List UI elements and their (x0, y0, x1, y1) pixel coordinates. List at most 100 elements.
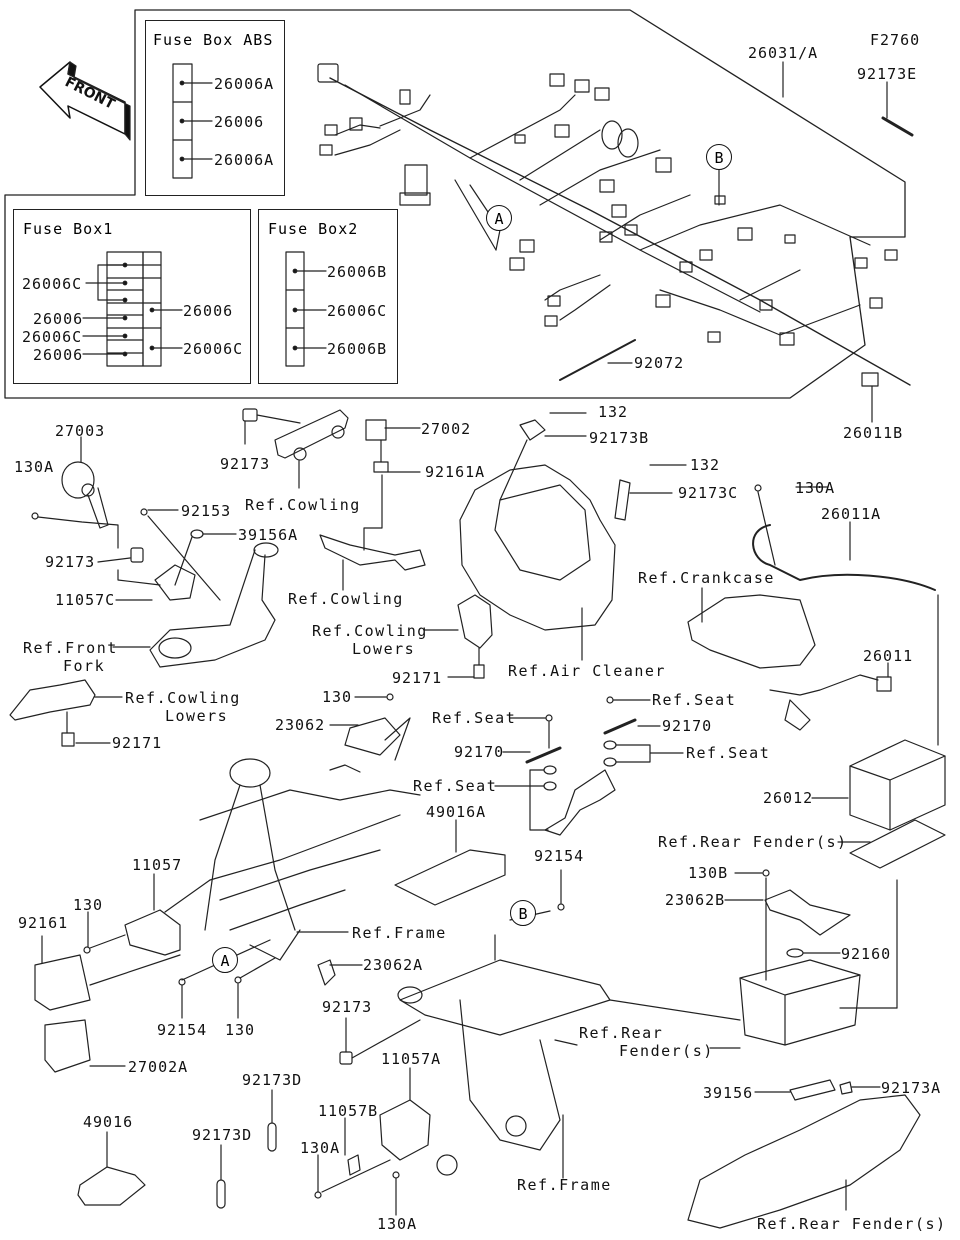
callout-a-frame[interactable]: A (212, 947, 238, 973)
part-label-92173E[interactable]: 92173E (857, 65, 918, 83)
ref-label-crankcase[interactable]: Ref.Crankcase (638, 569, 775, 587)
part-label-92173A[interactable]: 92173A (881, 1079, 942, 1097)
part-label-92173-horn[interactable]: 92173 (45, 553, 96, 571)
ref-label-front-fork-1[interactable]: Ref.Front (23, 639, 118, 657)
fuse-box2-label-1[interactable]: 26006B (327, 263, 388, 281)
callout-b-harness[interactable]: B (706, 144, 732, 170)
part-label-92160[interactable]: 92160 (841, 945, 892, 963)
rear-fender-art (687, 1094, 921, 1229)
rear-fender-sheet-art (849, 819, 946, 869)
part-label-49016[interactable]: 49016 (83, 1113, 134, 1131)
battery-26012-art (811, 739, 946, 831)
cowling-lower-left-art (9, 679, 96, 721)
part-label-27002[interactable]: 27002 (421, 420, 472, 438)
part-label-92154-left[interactable]: 92154 (157, 1021, 208, 1039)
part-label-26012[interactable]: 26012 (763, 789, 814, 807)
part-label-130A-horn[interactable]: 130A (14, 458, 55, 476)
callout-a-harness[interactable]: A (486, 205, 512, 231)
part-label-11057A[interactable]: 11057A (381, 1050, 442, 1068)
part-label-130A-bl[interactable]: 130A (300, 1139, 341, 1157)
part-label-27002A[interactable]: 27002A (128, 1058, 189, 1076)
fuse-box-2-title: Fuse Box2 (268, 220, 359, 238)
part-label-26031A[interactable]: 26031/A (748, 44, 819, 62)
part-label-92154-mid[interactable]: 92154 (534, 847, 585, 865)
battery-case-art (739, 959, 861, 1046)
ref-label-cowling-lowers-mid-2[interactable]: Lowers (352, 640, 416, 658)
ref-label-seat-1[interactable]: Ref.Seat (432, 709, 517, 727)
ref-label-cowling-lowers-left-1[interactable]: Ref.Cowling (125, 689, 241, 707)
ref-label-cowling-lowers-mid-1[interactable]: Ref.Cowling (312, 622, 428, 640)
part-label-130-top[interactable]: 130 (322, 688, 353, 706)
callout-b-frame[interactable]: B (510, 900, 536, 926)
part-label-92173D-2[interactable]: 92173D (192, 1126, 253, 1144)
part-label-92170-2[interactable]: 92170 (662, 717, 713, 735)
ref-label-cowling-mid[interactable]: Ref.Cowling (288, 590, 404, 608)
part-label-130A-bottom[interactable]: 130A (377, 1215, 418, 1233)
part-label-92173-top[interactable]: 92173 (220, 455, 271, 473)
part-label-26011A[interactable]: 26011A (821, 505, 882, 523)
ref-label-frame-1[interactable]: Ref.Frame (352, 924, 447, 942)
part-label-26011[interactable]: 26011 (863, 647, 914, 665)
part-label-39156[interactable]: 39156 (703, 1084, 754, 1102)
part-label-49016A[interactable]: 49016A (426, 803, 487, 821)
fuse-box1-left-label-2[interactable]: 26006 (33, 310, 84, 328)
tool-kit-sheet-49016A-art (394, 849, 506, 906)
fuse-box1-left-label-1[interactable]: 26006C (22, 275, 83, 293)
ref-label-frame-2[interactable]: Ref.Frame (517, 1176, 612, 1194)
fuse-abs-label-3[interactable]: 26006A (214, 151, 275, 169)
ref-label-rear-fender-2a[interactable]: Ref.Rear (579, 1024, 664, 1042)
ref-label-seat-4[interactable]: Ref.Seat (686, 744, 771, 762)
ref-label-air-cleaner[interactable]: Ref.Air Cleaner (508, 662, 666, 680)
part-label-132-b[interactable]: 132 (690, 456, 721, 474)
fuse-box-1-art (82, 251, 183, 367)
part-label-92170-1[interactable]: 92170 (454, 743, 505, 761)
part-label-130A-right[interactable]: 130A (795, 479, 836, 497)
fuse-box-1-title: Fuse Box1 (23, 220, 114, 238)
ref-label-seat-3[interactable]: Ref.Seat (652, 691, 737, 709)
fuse-box1-left-label-4[interactable]: 26006 (33, 346, 84, 364)
ref-label-seat-2[interactable]: Ref.Seat (413, 777, 498, 795)
part-label-92173-frame[interactable]: 92173 (322, 998, 373, 1016)
fuse-box2-label-2[interactable]: 26006C (327, 302, 388, 320)
part-label-27003[interactable]: 27003 (55, 422, 106, 440)
part-label-11057B[interactable]: 11057B (318, 1102, 379, 1120)
part-label-92153[interactable]: 92153 (181, 502, 232, 520)
part-label-92173C[interactable]: 92173C (678, 484, 739, 502)
ref-label-rear-fender-1[interactable]: Ref.Rear Fender(s) (658, 833, 848, 851)
part-label-130-bottom[interactable]: 130 (225, 1021, 256, 1039)
part-label-92171-mid[interactable]: 92171 (392, 669, 443, 687)
ecu-92161-art (34, 954, 91, 1011)
part-label-92173D-1[interactable]: 92173D (242, 1071, 303, 1089)
ecu-bracket-11057A-art (379, 1099, 431, 1161)
fuse-abs-label-1[interactable]: 26006A (214, 75, 275, 93)
part-label-130B[interactable]: 130B (688, 864, 729, 882)
part-label-92072[interactable]: 92072 (634, 354, 685, 372)
part-label-39156A[interactable]: 39156A (238, 526, 299, 544)
fuse-abs-label-2[interactable]: 26006 (214, 113, 265, 131)
figure-code: F2760 (870, 31, 921, 49)
ref-label-rear-fender-2b[interactable]: Fender(s) (619, 1042, 714, 1060)
part-label-26011B[interactable]: 26011B (843, 424, 904, 442)
part-label-132-a[interactable]: 132 (598, 403, 629, 421)
ref-label-rear-fender-3[interactable]: Ref.Rear Fender(s) (757, 1215, 947, 1233)
part-label-92173B[interactable]: 92173B (589, 429, 650, 447)
part-label-23062B[interactable]: 23062B (665, 891, 726, 909)
part-label-92161[interactable]: 92161 (18, 914, 69, 932)
part-label-11057[interactable]: 11057 (132, 856, 183, 874)
part-label-23062A[interactable]: 23062A (363, 956, 424, 974)
ref-label-cowling-top[interactable]: Ref.Cowling (245, 496, 361, 514)
part-label-92161A[interactable]: 92161A (425, 463, 486, 481)
fuse-box1-right-label-2[interactable]: 26006C (183, 340, 244, 358)
ref-label-front-fork-2[interactable]: Fork (63, 657, 106, 675)
part-label-23062[interactable]: 23062 (275, 716, 326, 734)
fuse-box1-left-label-3[interactable]: 26006C (22, 328, 83, 346)
fuse-box-2: Fuse Box2 (258, 209, 398, 384)
ref-label-cowling-lowers-left-2[interactable]: Lowers (165, 707, 229, 725)
part-label-92171-left[interactable]: 92171 (112, 734, 163, 752)
part-label-11057C[interactable]: 11057C (55, 591, 116, 609)
horn-27003-art (31, 436, 161, 586)
part-label-130-left[interactable]: 130 (73, 896, 104, 914)
fuse-box2-label-3[interactable]: 26006B (327, 340, 388, 358)
fuse-box1-right-label-1[interactable]: 26006 (183, 302, 234, 320)
cowling-bracket-mid-art (319, 534, 426, 571)
